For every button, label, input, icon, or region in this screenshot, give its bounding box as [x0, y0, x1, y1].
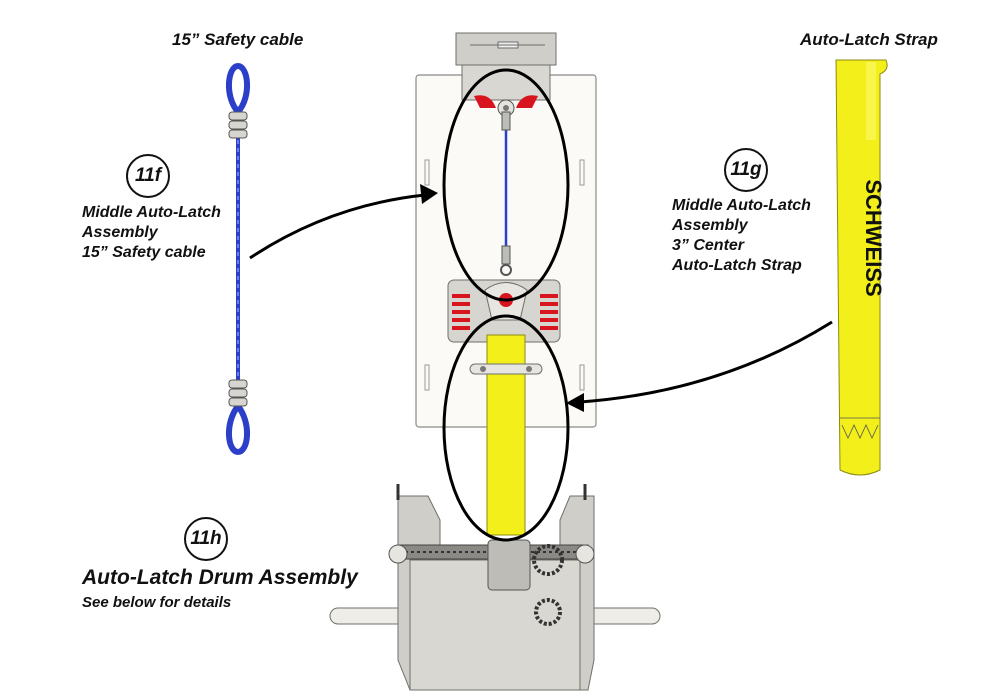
right-desc-line-2: Assembly	[672, 217, 748, 234]
left-desc-line-1: Middle Auto-Latch	[82, 204, 221, 221]
safety-cable-part	[226, 62, 250, 456]
left-desc-line-3: 15” Safety cable	[82, 244, 206, 261]
top-bracket	[455, 32, 557, 117]
arrow-head-cable	[420, 184, 438, 204]
arrow-to-cable	[249, 193, 426, 260]
right-desc-line-1: Middle Auto-Latch	[672, 197, 811, 214]
badge-11g: 11g	[724, 148, 768, 192]
arrow-to-strap	[579, 320, 833, 404]
middle-safety-cable	[500, 111, 512, 276]
right-spring	[540, 294, 558, 330]
center-strap	[469, 334, 543, 536]
cable-callout-ellipse	[442, 68, 570, 302]
badge-11h: 11h	[184, 517, 228, 561]
right-desc-line-4: Auto-Latch Strap	[672, 257, 802, 274]
left-desc-line-2: Assembly	[82, 224, 158, 241]
arrow-head-strap	[566, 393, 584, 412]
bottom-title: Auto-Latch Drum Assembly	[82, 566, 358, 589]
right-description: Middle Auto-Latch Assembly 3” Center Aut…	[672, 196, 811, 276]
strap-brand-text: SCHWEISS	[861, 179, 886, 296]
left-spring	[452, 294, 470, 330]
right-title: Auto-Latch Strap	[800, 30, 938, 49]
right-desc-line-3: 3” Center	[672, 237, 745, 254]
auto-latch-strap-part: SCHWEISS	[835, 59, 888, 476]
drum-assembly	[329, 484, 661, 691]
left-description: Middle Auto-Latch Assembly 15” Safety ca…	[82, 203, 221, 263]
strap-callout-ellipse	[442, 314, 570, 542]
left-title: 15” Safety cable	[172, 30, 304, 49]
bottom-subtitle: See below for details	[82, 594, 232, 611]
badge-11f: 11f	[126, 154, 170, 198]
